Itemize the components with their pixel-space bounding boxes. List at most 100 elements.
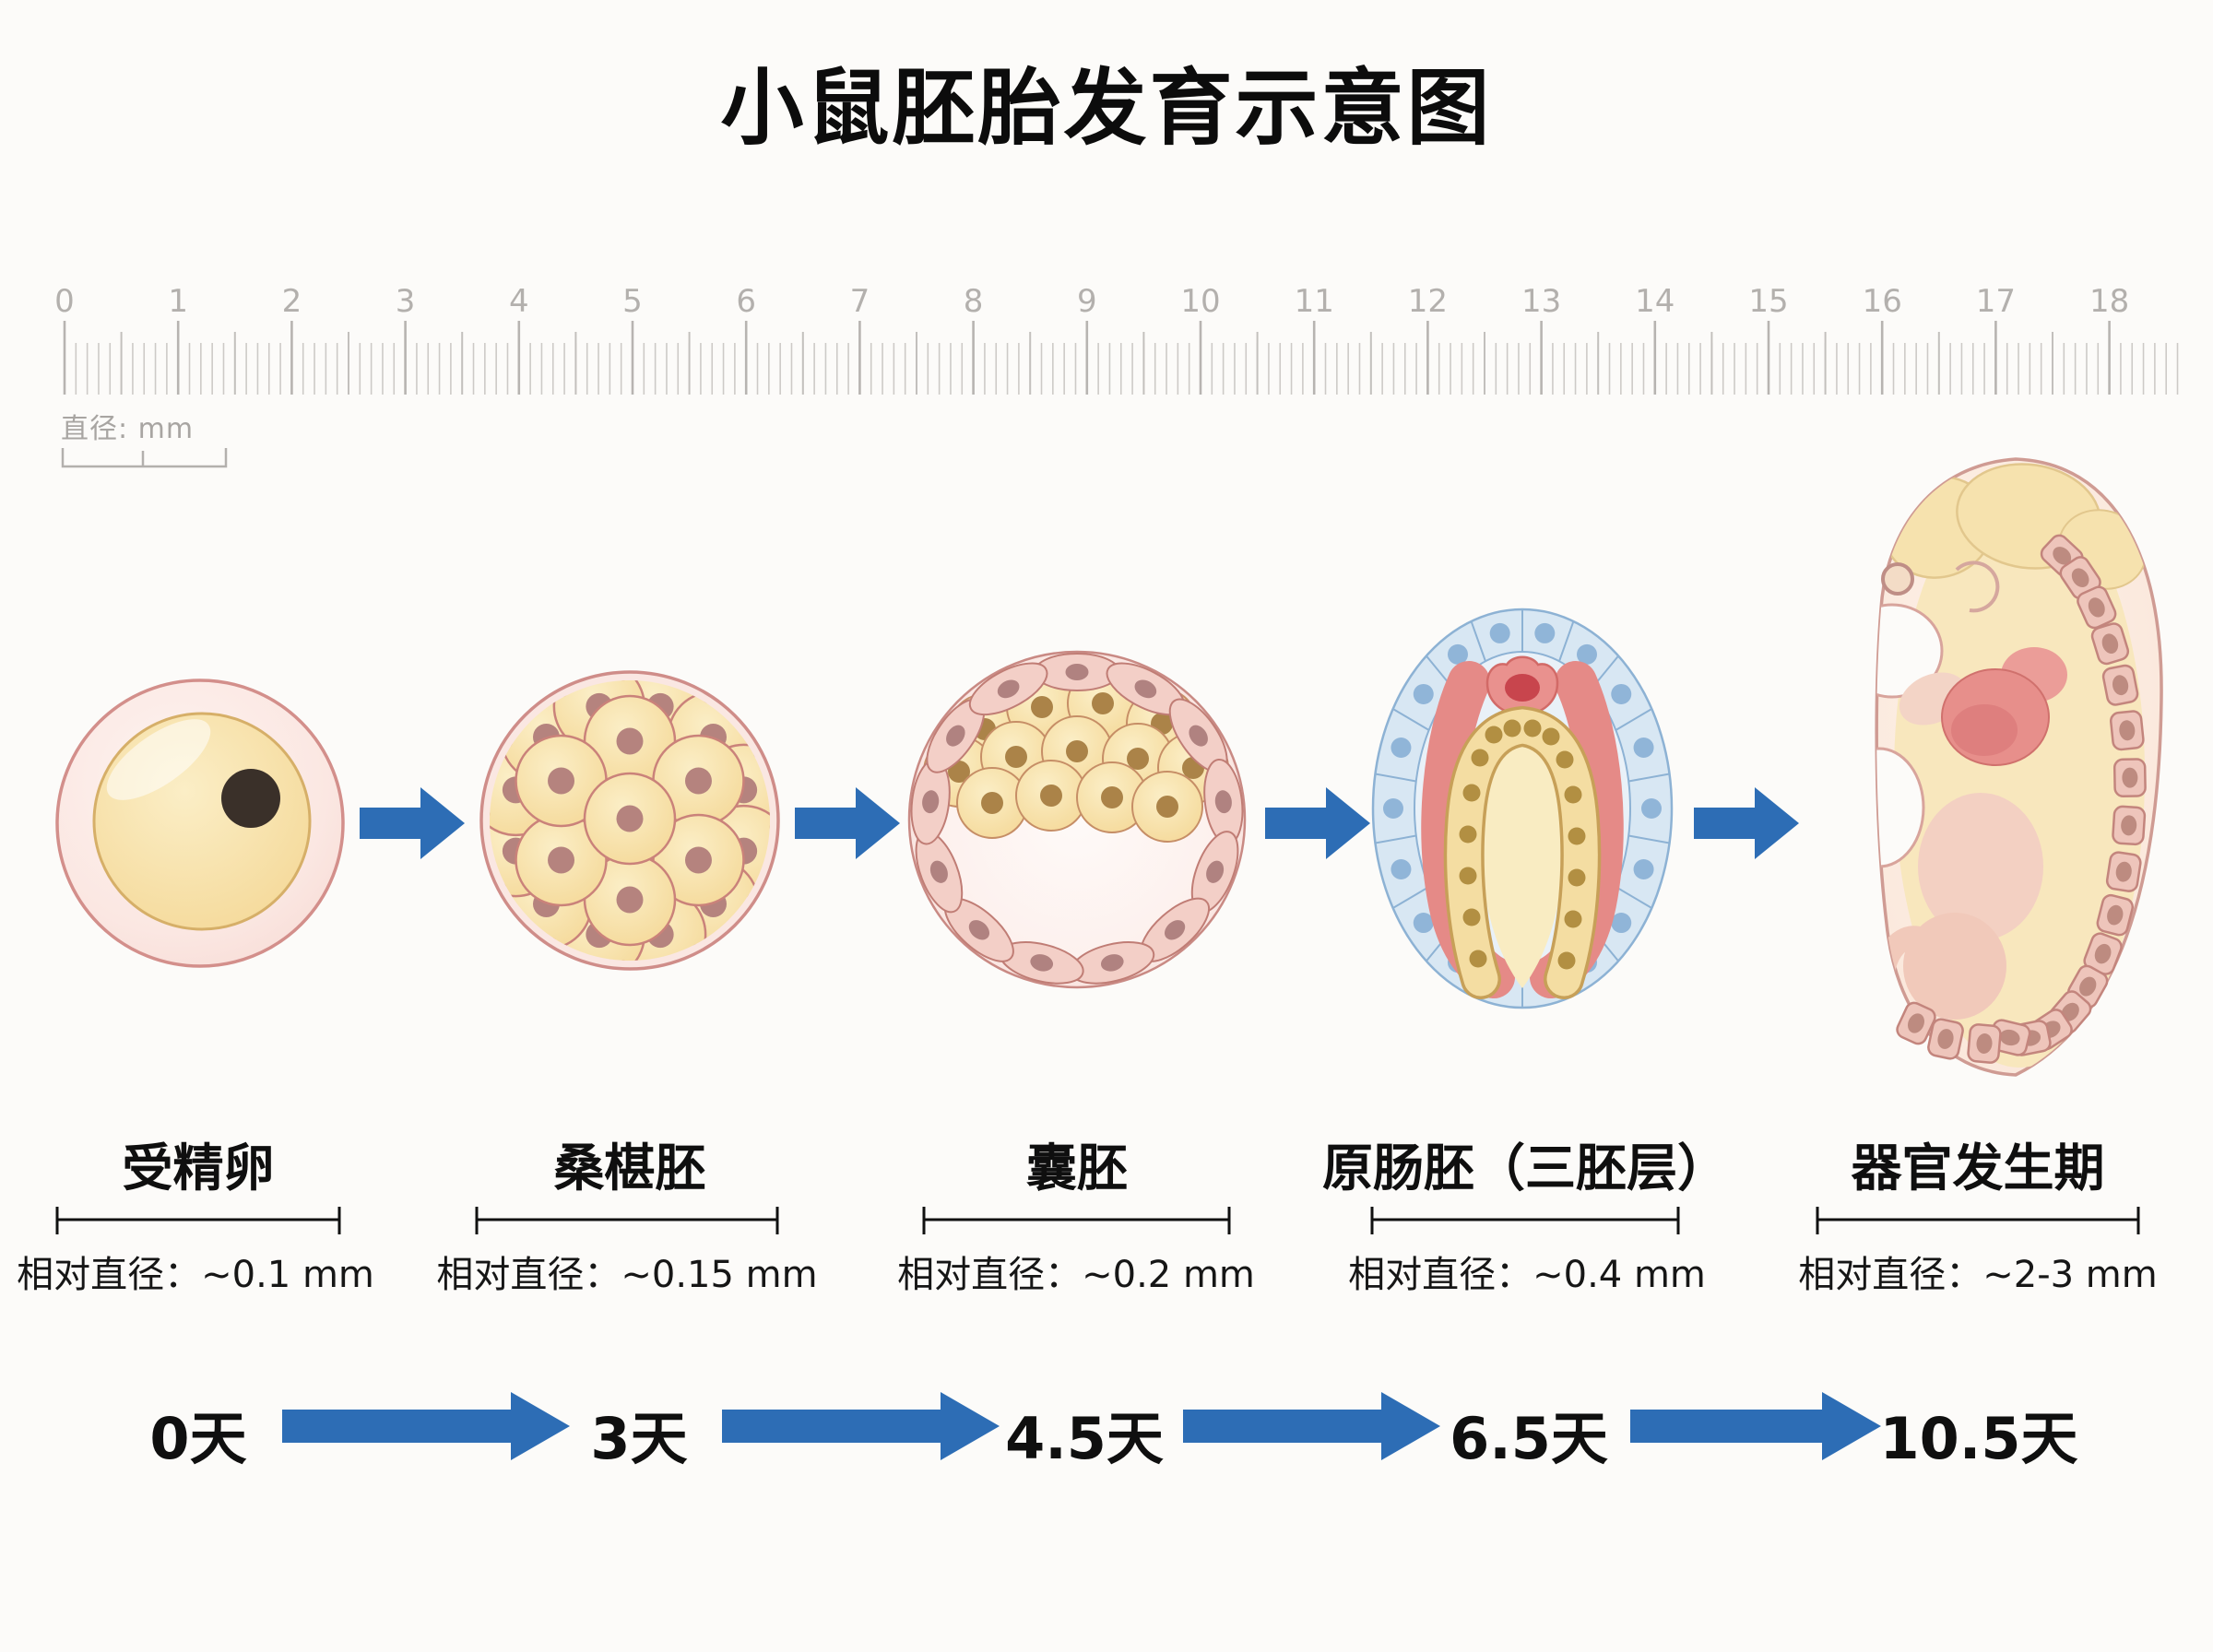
cell-nucleus: [2079, 976, 2097, 997]
egg-highlight: [106, 719, 211, 800]
cell-nucleus: [2088, 597, 2105, 618]
cell-nucleus: [1633, 737, 1654, 758]
cell-nucleus: [1165, 920, 1186, 940]
stage-diameter-fertilized-egg: 相对直径：~0.1 mm: [17, 1254, 374, 1296]
arrow-right-icon: [282, 1392, 570, 1460]
cell-nucleus: [981, 792, 1003, 814]
stage-name-organogenesis: 器官发生期: [1851, 1139, 2105, 1198]
cell-nucleus: [1413, 913, 1434, 934]
cell-nucleus: [1066, 740, 1088, 762]
archenteron-interior: [1480, 738, 1565, 988]
cell-nucleus: [1542, 727, 1560, 746]
cell-nucleus: [1469, 950, 1487, 968]
ruler-number: 8: [964, 283, 984, 320]
ruler-number: 5: [622, 283, 643, 320]
cell-nucleus: [1564, 910, 1582, 928]
cell-nucleus: [1391, 859, 1412, 880]
cell-nucleus: [968, 920, 989, 940]
cell-nucleus: [1611, 913, 1632, 934]
arrow-right-icon: [795, 787, 900, 859]
timeline-day-3: 3天: [590, 1405, 688, 1472]
cell-divider: [1470, 620, 1486, 662]
ruler-number: 17: [1976, 283, 2016, 320]
cell-nucleus: [548, 767, 575, 795]
cell-nucleus: [1065, 664, 1089, 680]
cell-nucleus: [2122, 767, 2138, 788]
stage-name-blastocyst: 囊胚: [1025, 1139, 1129, 1198]
otic-vesicle: [1955, 560, 2000, 613]
cell-divider: [1615, 886, 1652, 909]
cell-nucleus: [1564, 785, 1582, 804]
cell-divider: [1628, 773, 1670, 783]
cell-nucleus: [1999, 1029, 2020, 1046]
ruler-number: 9: [1077, 283, 1097, 320]
cell-nucleus: [1611, 683, 1632, 704]
cell-nucleus: [997, 679, 1020, 699]
blastocyst-illustration: [907, 650, 1247, 989]
ruler-number: 4: [509, 283, 529, 320]
cell-nucleus: [1908, 1013, 1924, 1033]
cell-nucleus: [1383, 798, 1403, 819]
cell-nucleus: [1092, 692, 1114, 714]
cell-nucleus: [684, 846, 712, 874]
cell-nucleus: [1101, 786, 1123, 808]
cell-nucleus: [1100, 954, 1124, 972]
ruler-number: 0: [54, 283, 75, 320]
cell-nucleus: [684, 767, 712, 795]
cell-nucleus: [1503, 719, 1521, 738]
ruler-number: 11: [1295, 283, 1334, 320]
cell-nucleus: [1214, 790, 1232, 814]
cell-nucleus: [1031, 696, 1053, 718]
cell-nucleus: [1462, 784, 1481, 802]
cell-nucleus: [1489, 622, 1510, 643]
cell-nucleus: [1557, 951, 1576, 970]
arrow-right-icon: [1694, 787, 1799, 859]
timeline-day-0: 0天: [149, 1405, 247, 1472]
cell-nucleus: [1448, 643, 1468, 665]
ruler-number: 1: [168, 283, 188, 320]
cell-nucleus: [1459, 825, 1477, 844]
diameter-brackets: [55, 1207, 2140, 1234]
stage-diameter-organogenesis: 相对直径：~2-3 mm: [1798, 1254, 2158, 1296]
cell-nucleus: [946, 725, 965, 747]
cell-nucleus: [1156, 796, 1178, 818]
stage-name-fertilized-egg: 受精卵: [122, 1139, 275, 1198]
cell-divider: [1392, 886, 1430, 909]
fertilized-egg-illustration: [55, 678, 345, 968]
cell-divider: [1392, 708, 1430, 731]
timeline-day-4-5: 4.5天: [1005, 1405, 1164, 1472]
cell-divider: [1375, 834, 1416, 844]
cell-nucleus: [1040, 785, 1062, 807]
cell-nucleus: [2112, 675, 2129, 696]
cell-nucleus: [1471, 749, 1489, 767]
timeline-day-6-5: 6.5天: [1450, 1405, 1608, 1472]
stage-name-gastrula: 原肠胚（三胚层）: [1321, 1139, 1729, 1198]
cell-nucleus: [1523, 719, 1542, 738]
cell-nucleus: [2094, 943, 2112, 964]
stage-arrows: [282, 787, 1881, 1460]
cell-nucleus: [1134, 679, 1157, 699]
cell-nucleus: [922, 790, 940, 814]
cell-nucleus: [1556, 750, 1574, 769]
cell-nucleus: [548, 846, 575, 874]
cell-nucleus: [2101, 633, 2119, 655]
stage-diameter-blastocyst: 相对直径：~0.2 mm: [897, 1254, 1255, 1296]
cell-nucleus: [616, 727, 644, 755]
cell-nucleus: [1462, 908, 1481, 926]
cell-nucleus: [2071, 568, 2089, 588]
ruler-number: 13: [1521, 283, 1561, 320]
heart-ventricle: [1951, 704, 2018, 756]
cell-nucleus: [1005, 746, 1027, 768]
gut-region: [1918, 793, 2043, 940]
cell-nucleus: [2053, 547, 2072, 565]
diameter-bracket: [1370, 1207, 1680, 1234]
morula-illustration: [479, 670, 780, 971]
cell-nucleus: [1485, 726, 1503, 744]
cell-nucleus: [1534, 622, 1556, 643]
node-center: [1505, 674, 1540, 702]
trophectoderm-ring: [910, 653, 1244, 985]
gastrula-illustration: [1371, 608, 1674, 1009]
ruler-number: 3: [396, 283, 416, 320]
eye: [1881, 562, 1914, 596]
